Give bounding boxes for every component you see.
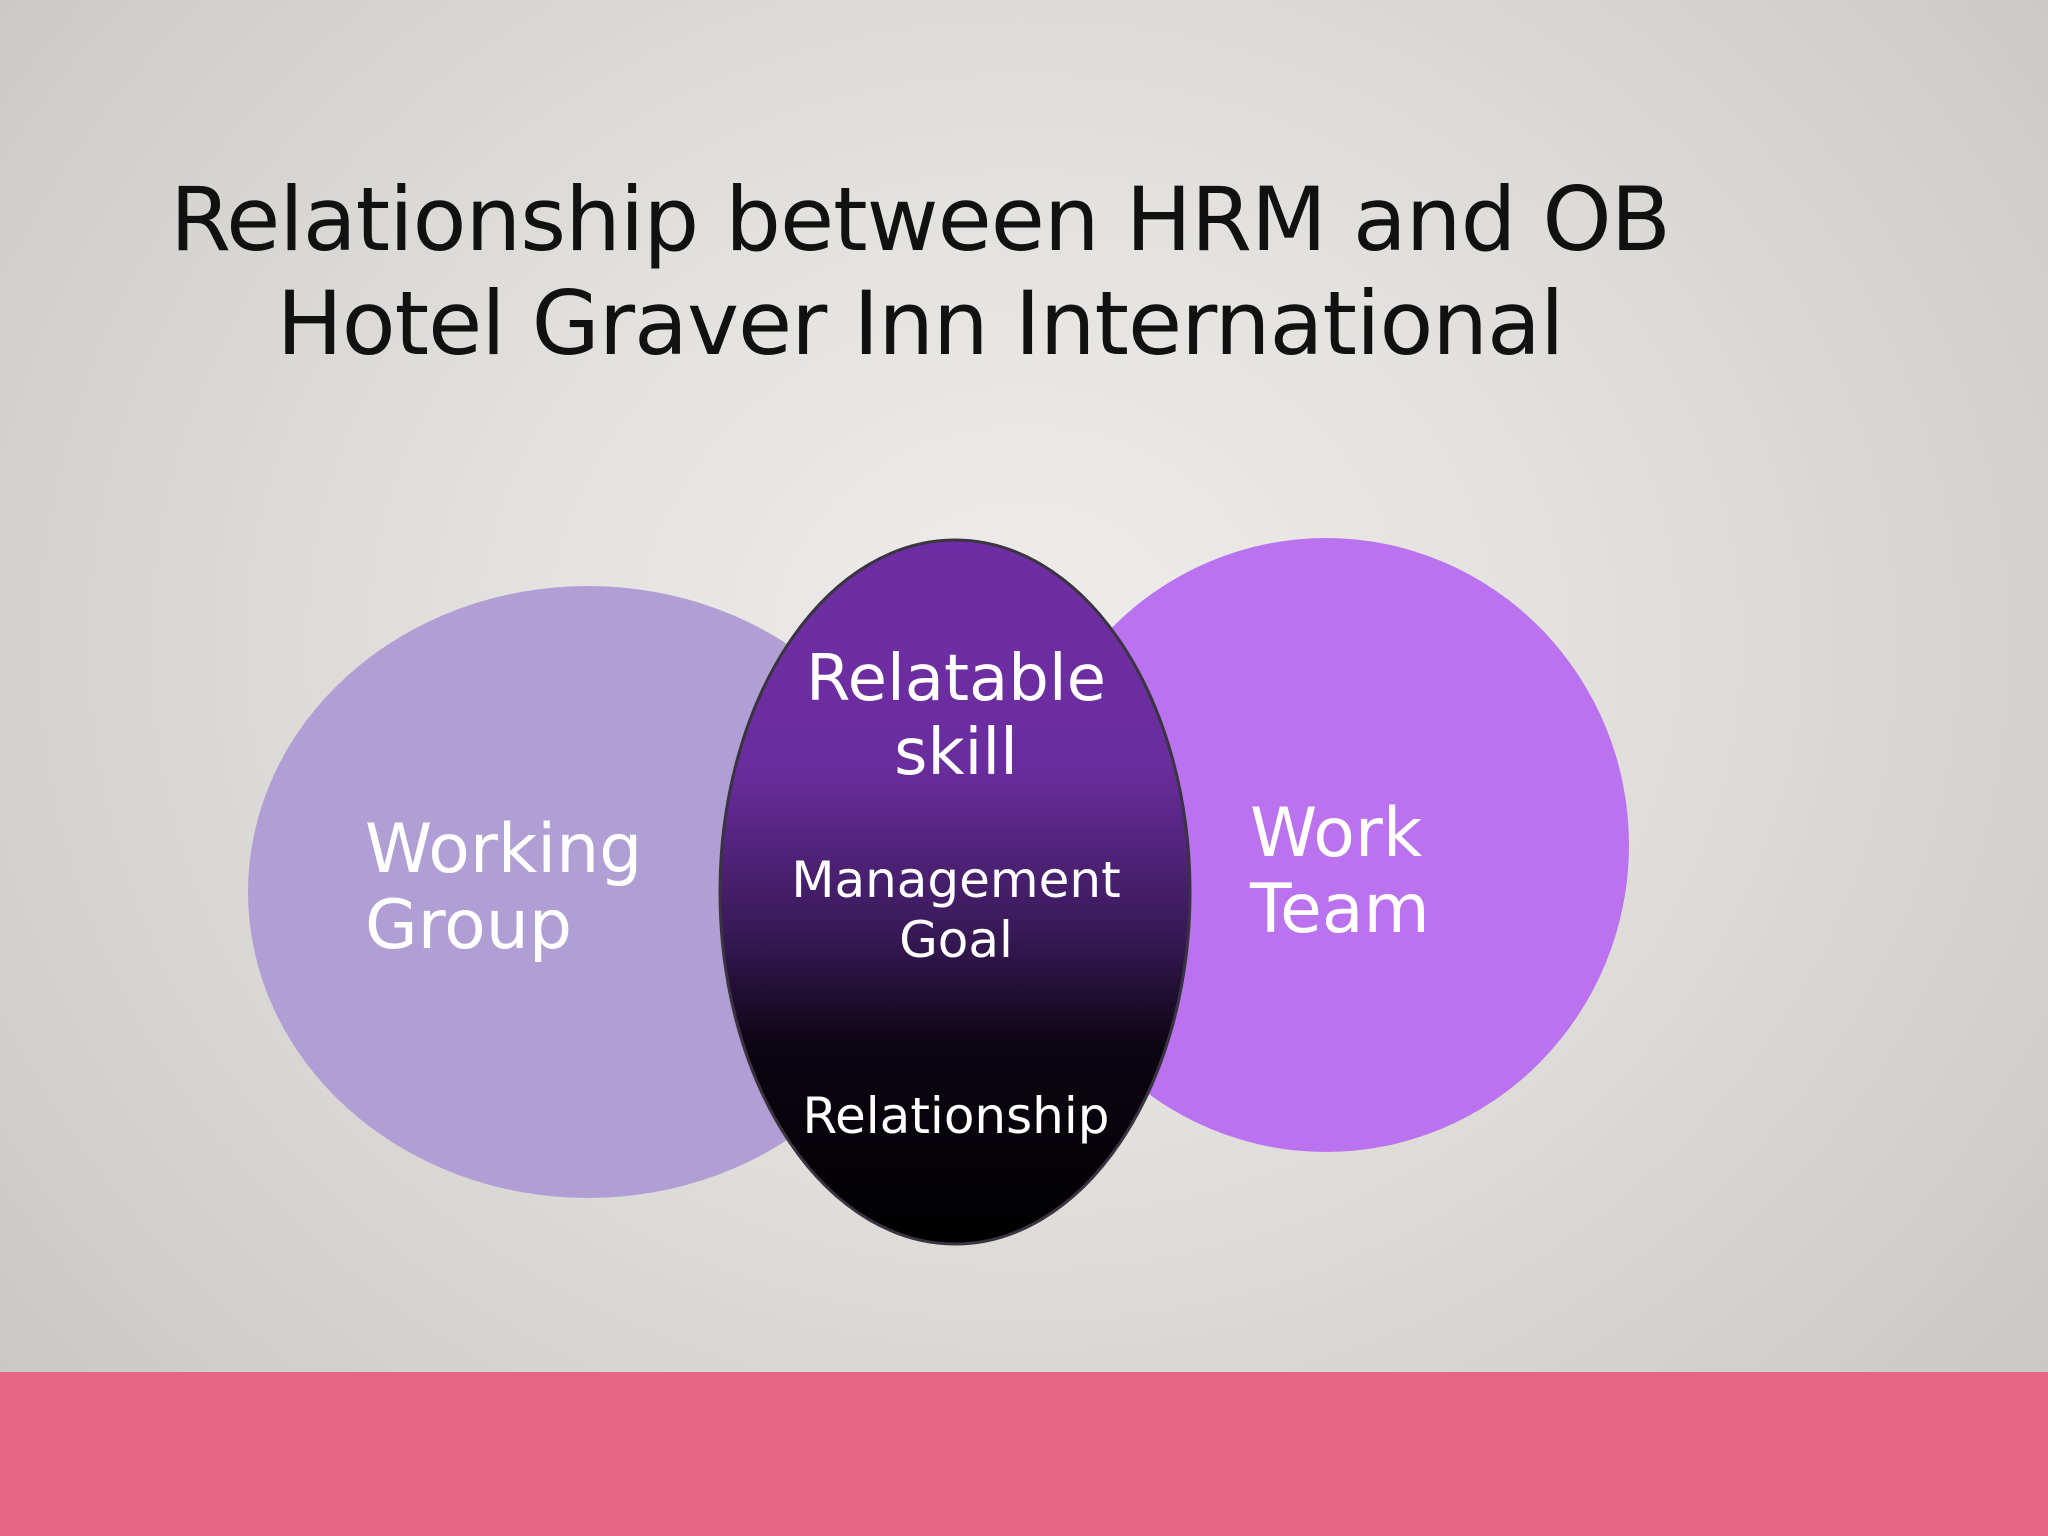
relatable-skill-line2: skill (894, 716, 1018, 790)
relatable-skill-line1: Relatable (805, 642, 1107, 716)
working-group-label-line1: Working (365, 810, 643, 889)
work-team-label: Work Team (1250, 796, 1430, 948)
footer-band (0, 1372, 2048, 1536)
work-team-label-line2: Team (1250, 870, 1430, 949)
working-group-label: Working Group (365, 812, 642, 964)
relatable-skill-label: Relatable skill (756, 642, 1156, 790)
title-line-2: Hotel Graver Inn International (276, 272, 1565, 375)
slide-title: Relationship between HRM and OB Hotel Gr… (0, 168, 1840, 376)
management-goal-line2: Goal (899, 911, 1013, 969)
management-goal-label: Management Goal (756, 850, 1156, 970)
work-team-label-line1: Work (1250, 794, 1423, 873)
management-goal-line1: Management (791, 851, 1121, 909)
center-oval (718, 538, 1192, 1246)
working-group-label-line2: Group (365, 886, 573, 965)
title-line-1: Relationship between HRM and OB (169, 168, 1671, 271)
relationship-line: Relationship (802, 1087, 1110, 1145)
relationship-label: Relationship (756, 1086, 1156, 1146)
